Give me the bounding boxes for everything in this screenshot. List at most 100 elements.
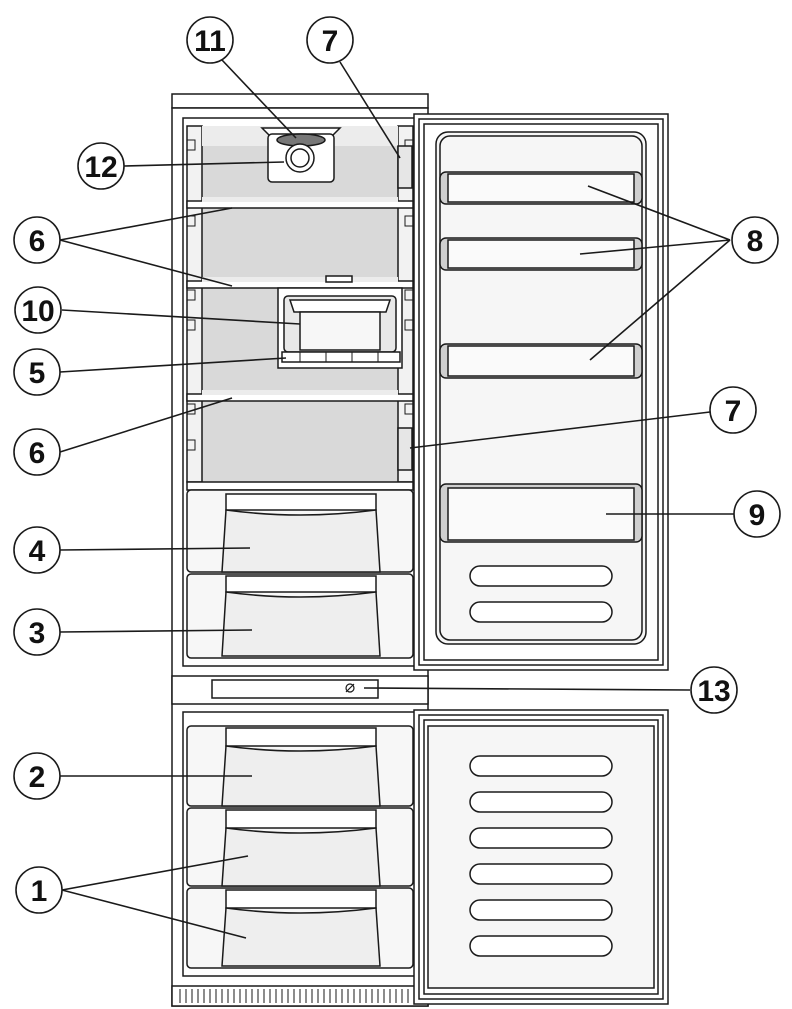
callout-12: 12 [77,142,125,190]
callout-circle [13,608,61,656]
callout-9: 9 [733,490,781,538]
leader-3 [59,629,253,633]
drawer-front [221,907,381,967]
glass-shelf-3-back [202,390,398,395]
leader-8-c [589,239,731,361]
control-strip [211,679,379,699]
leader-1-a [61,855,249,891]
callout-label: 5 [29,357,46,390]
drawer-top-strip [225,727,377,747]
glass-shelf-2-back [202,277,398,282]
door-seal-1 [418,714,664,1000]
callout-label: 6 [29,225,46,258]
drawer-front [221,827,381,887]
leader-12 [123,161,285,167]
callout-circle [733,490,781,538]
callout-circle [690,666,738,714]
leader-1-b [61,889,247,939]
callout-circle [709,386,757,434]
callout-label: 3 [29,617,46,650]
freezer-drawer-bottom [186,887,414,969]
door-seal-1 [418,118,664,666]
control-knob-slash [345,683,355,693]
cabinet-top [171,93,429,109]
compartment-support [281,351,401,363]
callout-circle [13,752,61,800]
leader-lines [59,59,734,939]
drawer-front [221,509,381,573]
callout-label: 1 [31,875,48,908]
door-bin-1 [439,171,643,205]
bottle-bin [439,483,643,543]
crisper-drawer-lower [186,573,414,659]
notch [187,139,196,451]
control-panel [171,675,429,705]
bin-front [447,487,635,541]
leader-6-b [59,239,233,287]
callout-label: 11 [194,25,226,58]
callout-circle [306,16,354,64]
callout-circle [14,286,62,334]
freezer-drawer-middle [186,807,414,887]
freezer-drawer-top [186,725,414,807]
door-bin-3 [439,343,643,379]
notch [404,139,413,451]
grille-slats [179,989,421,1003]
callout-2: 2 [13,752,61,800]
door-seal-2 [423,123,659,661]
callout-4: 4 [13,526,61,574]
drawer-top-strip [225,889,377,909]
callout-circle [13,216,61,264]
drawer-front [221,745,381,807]
callout-7-upper: 7 [306,16,354,64]
door-rib [469,565,613,587]
shelf-2-clip [325,275,353,283]
callout-3: 3 [13,608,61,656]
callout-10: 10 [14,286,62,334]
light-bulb-inner [290,148,310,168]
crisper-cover [186,481,414,491]
air-vent-lower [397,427,413,471]
callout-7-lower: 7 [709,386,757,434]
leader-6-a [59,207,233,241]
callout-label: 4 [29,535,46,568]
door-rib [469,791,613,813]
callout-label: 6 [29,437,46,470]
callout-label: 9 [749,499,766,532]
drawer-top-strip [225,493,377,511]
leader-6-c [59,397,233,453]
drawer-top-strip [225,809,377,829]
callout-label: 7 [725,395,742,428]
callout-label: 7 [322,25,339,58]
door-liner-inner [439,135,643,641]
door-bin-2 [439,237,643,271]
glass-shelf-2 [186,280,414,289]
leader-4 [59,547,251,551]
callout-5: 5 [13,348,61,396]
freezer-compartment [171,711,429,1007]
compartment-support-ribs [299,352,379,362]
callout-label: 8 [747,225,764,258]
drawer-top-strip [225,575,377,593]
drawer-front [221,591,381,657]
crisper-drawer-upper [186,489,414,573]
leader-8-b [579,239,731,255]
glass-shelf-3 [186,393,414,402]
leader-10 [61,309,301,325]
callout-6-lower: 6 [13,428,61,476]
callout-circle [77,142,125,190]
air-vent-upper [397,145,413,189]
leader-5 [59,357,287,373]
callout-circle [186,16,234,64]
freezer-door [413,709,669,1005]
callout-6-upper: 6 [13,216,61,264]
callout-label: 13 [697,675,730,708]
door-rib [469,899,613,921]
door-rib [469,863,613,885]
callout-8: 8 [731,216,779,264]
callout-circle [15,866,63,914]
callout-circle [13,526,61,574]
glass-shelf-1-back [202,197,398,202]
leader-7-upper [339,61,401,159]
callout-circle [731,216,779,264]
